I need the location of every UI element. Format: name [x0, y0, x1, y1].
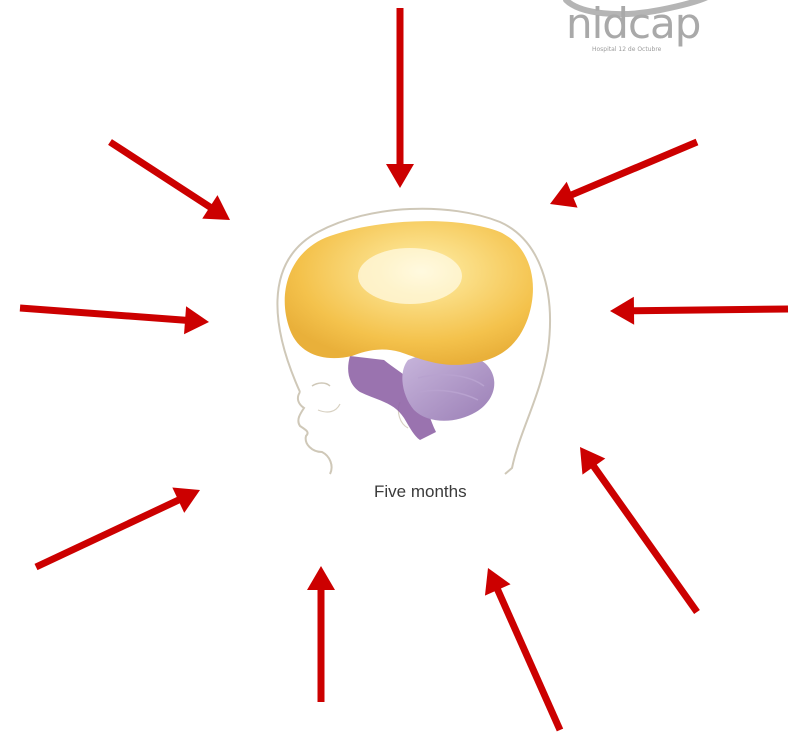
arrow-top-left: [110, 142, 230, 220]
logo-subtitle: Hospital 12 de Octubre: [592, 46, 661, 53]
arrow-top-head: [386, 164, 414, 188]
arrow-bottom-right: [580, 447, 697, 612]
arrow-bottom-center-right: [485, 568, 560, 730]
arrow-top-right-shaft: [570, 142, 697, 195]
arrow-top-left-shaft: [110, 142, 212, 208]
arrow-right-shaft: [632, 309, 788, 311]
arrow-top-right: [550, 142, 697, 208]
arrow-left-shaft: [20, 308, 187, 320]
arrow-bottom-center-right-shaft: [497, 588, 560, 730]
arrow-right: [610, 297, 788, 325]
face-cheek: [318, 404, 340, 412]
nidcap-logo: nidcap Hospital 12 de Octubre: [548, 0, 718, 62]
arrow-bottom-left: [36, 488, 200, 567]
face-eye: [312, 383, 330, 386]
logo-wordmark: nidcap: [566, 0, 700, 48]
arrow-left-head: [184, 306, 209, 334]
age-caption: Five months: [374, 482, 467, 502]
arrow-top: [386, 8, 414, 188]
arrow-bottom-center-left-head: [307, 566, 335, 590]
arrow-left: [20, 306, 209, 334]
infant-head-illustration: [277, 209, 550, 474]
arrow-bottom-left-shaft: [36, 499, 180, 567]
arrow-bottom-right-shaft: [593, 465, 697, 612]
cerebrum-highlight: [358, 248, 462, 304]
arrow-bottom-center-left: [307, 566, 335, 702]
arrow-right-head: [610, 297, 634, 325]
